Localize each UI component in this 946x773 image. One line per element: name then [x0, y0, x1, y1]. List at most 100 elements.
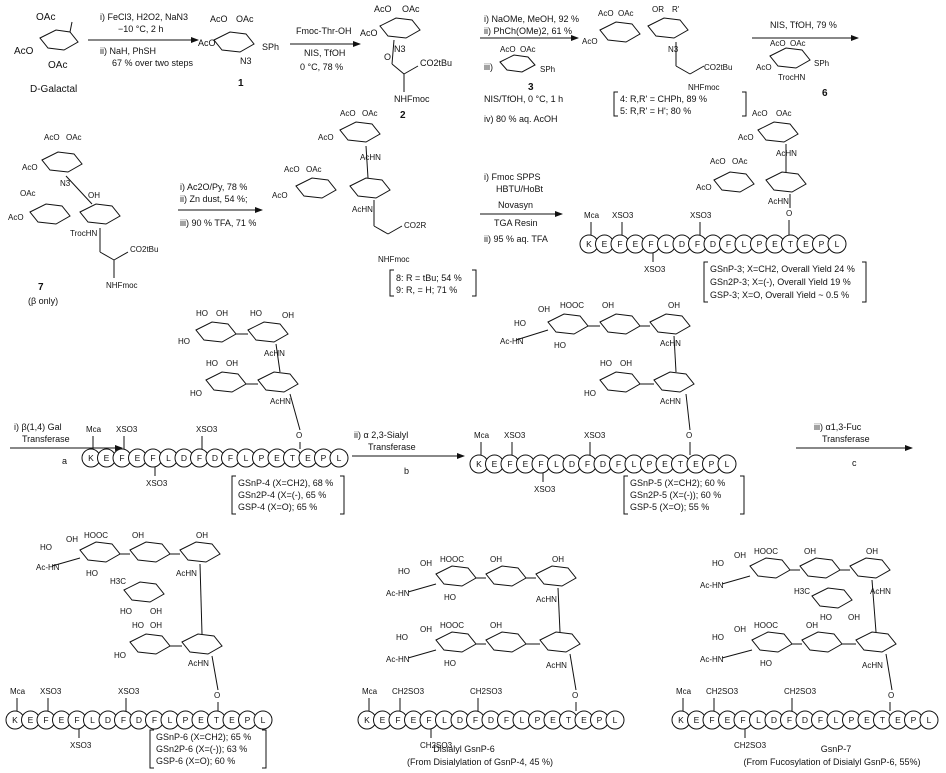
label-xso3: XSO3	[534, 485, 556, 494]
gsnp7-substituents: Mca CH2SO3 CH2SO3 CH2SO3	[676, 687, 891, 750]
residue-letter: D	[802, 715, 808, 725]
reagent-line: TGA Resin	[494, 218, 538, 228]
residue-letter: K	[88, 453, 94, 463]
label-aco: AcO	[582, 37, 598, 46]
residue-letter: E	[492, 459, 498, 469]
label-xso3: XSO3	[40, 687, 62, 696]
label-oh: OH	[848, 613, 860, 622]
label-sph: SPh	[262, 42, 279, 52]
label-oh: OH	[282, 311, 294, 320]
residue-letter: L	[632, 459, 637, 469]
label-oh: OH	[420, 559, 432, 568]
label-aco: AcO	[8, 213, 24, 222]
glycopeptide-6-substituents: Mca XSO3 XSO3 XSO3	[10, 687, 219, 750]
residue-letter: F	[426, 715, 431, 725]
label-aco: AcO	[318, 133, 334, 142]
reagent-line: ii) NaH, PhSH	[100, 46, 156, 56]
residue-bead	[717, 454, 737, 474]
label-oh: OH	[132, 531, 144, 540]
label-ho: HO	[398, 567, 410, 576]
label-ho: HO	[712, 559, 724, 568]
residue-letter: D	[181, 453, 187, 463]
residue-letter: K	[586, 239, 592, 249]
label-ho: HO	[250, 309, 262, 318]
product-yield: GSnP-3; X=CH2, Overall Yield 24 %	[710, 264, 855, 274]
reagent-line: 0 °C, 78 %	[300, 62, 343, 72]
label-hooc: HOOC	[754, 547, 778, 556]
label-nhfmoc: NHFmoc	[688, 83, 720, 92]
label-sph: SPh	[540, 65, 555, 74]
compound-note: (β only)	[28, 296, 58, 306]
label-mca: Mca	[584, 211, 600, 220]
label-sph: SPh	[814, 59, 829, 68]
label-achn: AcHN	[660, 339, 681, 348]
label-achn: AcHN	[660, 397, 681, 406]
residue-letter: F	[228, 453, 233, 463]
residue-letter: F	[709, 715, 714, 725]
label-trochn: TrocHN	[778, 73, 805, 82]
label-aco: AcO	[44, 133, 60, 142]
label-aco: AcO	[272, 191, 288, 200]
residue-letter: F	[818, 715, 823, 725]
label-aco: AcO	[360, 28, 378, 38]
label-hooc: HOOC	[754, 621, 778, 630]
glycopeptide-5-substituents: Mca XSO3 XSO3 XSO3	[474, 431, 691, 494]
residue-letter: E	[803, 239, 809, 249]
residue-letter: E	[229, 715, 235, 725]
residue-letter: E	[864, 715, 870, 725]
step5-reagents: i) Ac2O/Py, 78 % ii) Zn dust, 54 %; iii)…	[180, 182, 256, 228]
start-material-label: D-Galactal	[30, 84, 77, 95]
label-oac: OAc	[36, 12, 55, 23]
products-4-box: GSnP-4 (X=CH2), 68 % GSn2P-4 (X=(-), 65 …	[231, 475, 345, 515]
reagent-line: ii) Zn dust, 54 %;	[180, 194, 248, 204]
glycopeptide-3-substituents: Mca XSO3 XSO3 XSO3	[584, 211, 712, 274]
residue-bead	[253, 710, 273, 730]
label-achn: AcHN	[270, 397, 291, 406]
disialyl-substituents: Mca CH2SO3 CH2SO3 CH2SO3	[362, 687, 577, 750]
residue-letter: F	[473, 715, 478, 725]
label-ho: HO	[206, 359, 218, 368]
product-yield: GSnP-4 (X=CH2), 68 %	[238, 478, 333, 488]
label-xso3: XSO3	[146, 479, 168, 488]
label-oh: OH	[216, 309, 228, 318]
residue-letter: E	[633, 239, 639, 249]
residue-letter: F	[787, 715, 792, 725]
label-ho: HO	[584, 389, 596, 398]
label-oac: OAc	[306, 165, 322, 174]
residue-letter: L	[554, 459, 559, 469]
residue-letter: K	[476, 459, 482, 469]
label-aco: AcO	[374, 4, 392, 14]
gsnp7-caption: GsnP-7 (From Fucosylation of Disialyl Gs…	[743, 744, 920, 767]
reagent-line: Fmoc-Thr-OH	[296, 26, 352, 36]
step2-reagents: Fmoc-Thr-OH NIS, TfOH 0 °C, 78 %	[296, 26, 352, 72]
compound-number: 2	[400, 110, 406, 121]
label-aco: AcO	[22, 163, 38, 172]
reagent-line: 67 % over two steps	[112, 58, 194, 68]
residue-letter: E	[693, 459, 699, 469]
label-achn: AcHN	[188, 659, 209, 668]
label-oh: OH	[150, 621, 162, 630]
label-aco: AcO	[756, 63, 772, 72]
label-oh: OH	[602, 301, 614, 310]
reagent-line: NIS/TfOH, 0 °C, 1 h	[484, 94, 563, 104]
label-ho: HO	[600, 359, 612, 368]
residue-letter: E	[523, 459, 529, 469]
label-xso3: XSO3	[644, 265, 666, 274]
residue-bead	[919, 710, 939, 730]
label-aco: AcO	[500, 45, 516, 54]
enzyme-tag: c	[852, 458, 857, 468]
compound-number: 7	[38, 282, 44, 293]
label-hooc: HOOC	[560, 301, 584, 310]
label-xso3: XSO3	[116, 425, 138, 434]
residue-letter: F	[74, 715, 79, 725]
label-ch2so3: CH2SO3	[470, 687, 503, 696]
reagent-line: ii) 95 % aq. TFA	[484, 234, 548, 244]
step1-reagents: i) FeCl3, H2O2, NaN3 −10 °C, 2 h ii) NaH…	[100, 12, 194, 68]
enzyme-line: i) β(1,4) Gal	[14, 422, 62, 432]
glycopeptide-6-glycan: HO OH HOOC OH OH Ac-HN HO AcHN H3C HO OH…	[36, 531, 223, 700]
label-ho: HO	[820, 613, 832, 622]
donor-6-structure: AcO OAc AcO SPh TrocHN 6	[756, 39, 829, 99]
residue-letter: D	[457, 715, 463, 725]
label-xso3: XSO3	[196, 425, 218, 434]
